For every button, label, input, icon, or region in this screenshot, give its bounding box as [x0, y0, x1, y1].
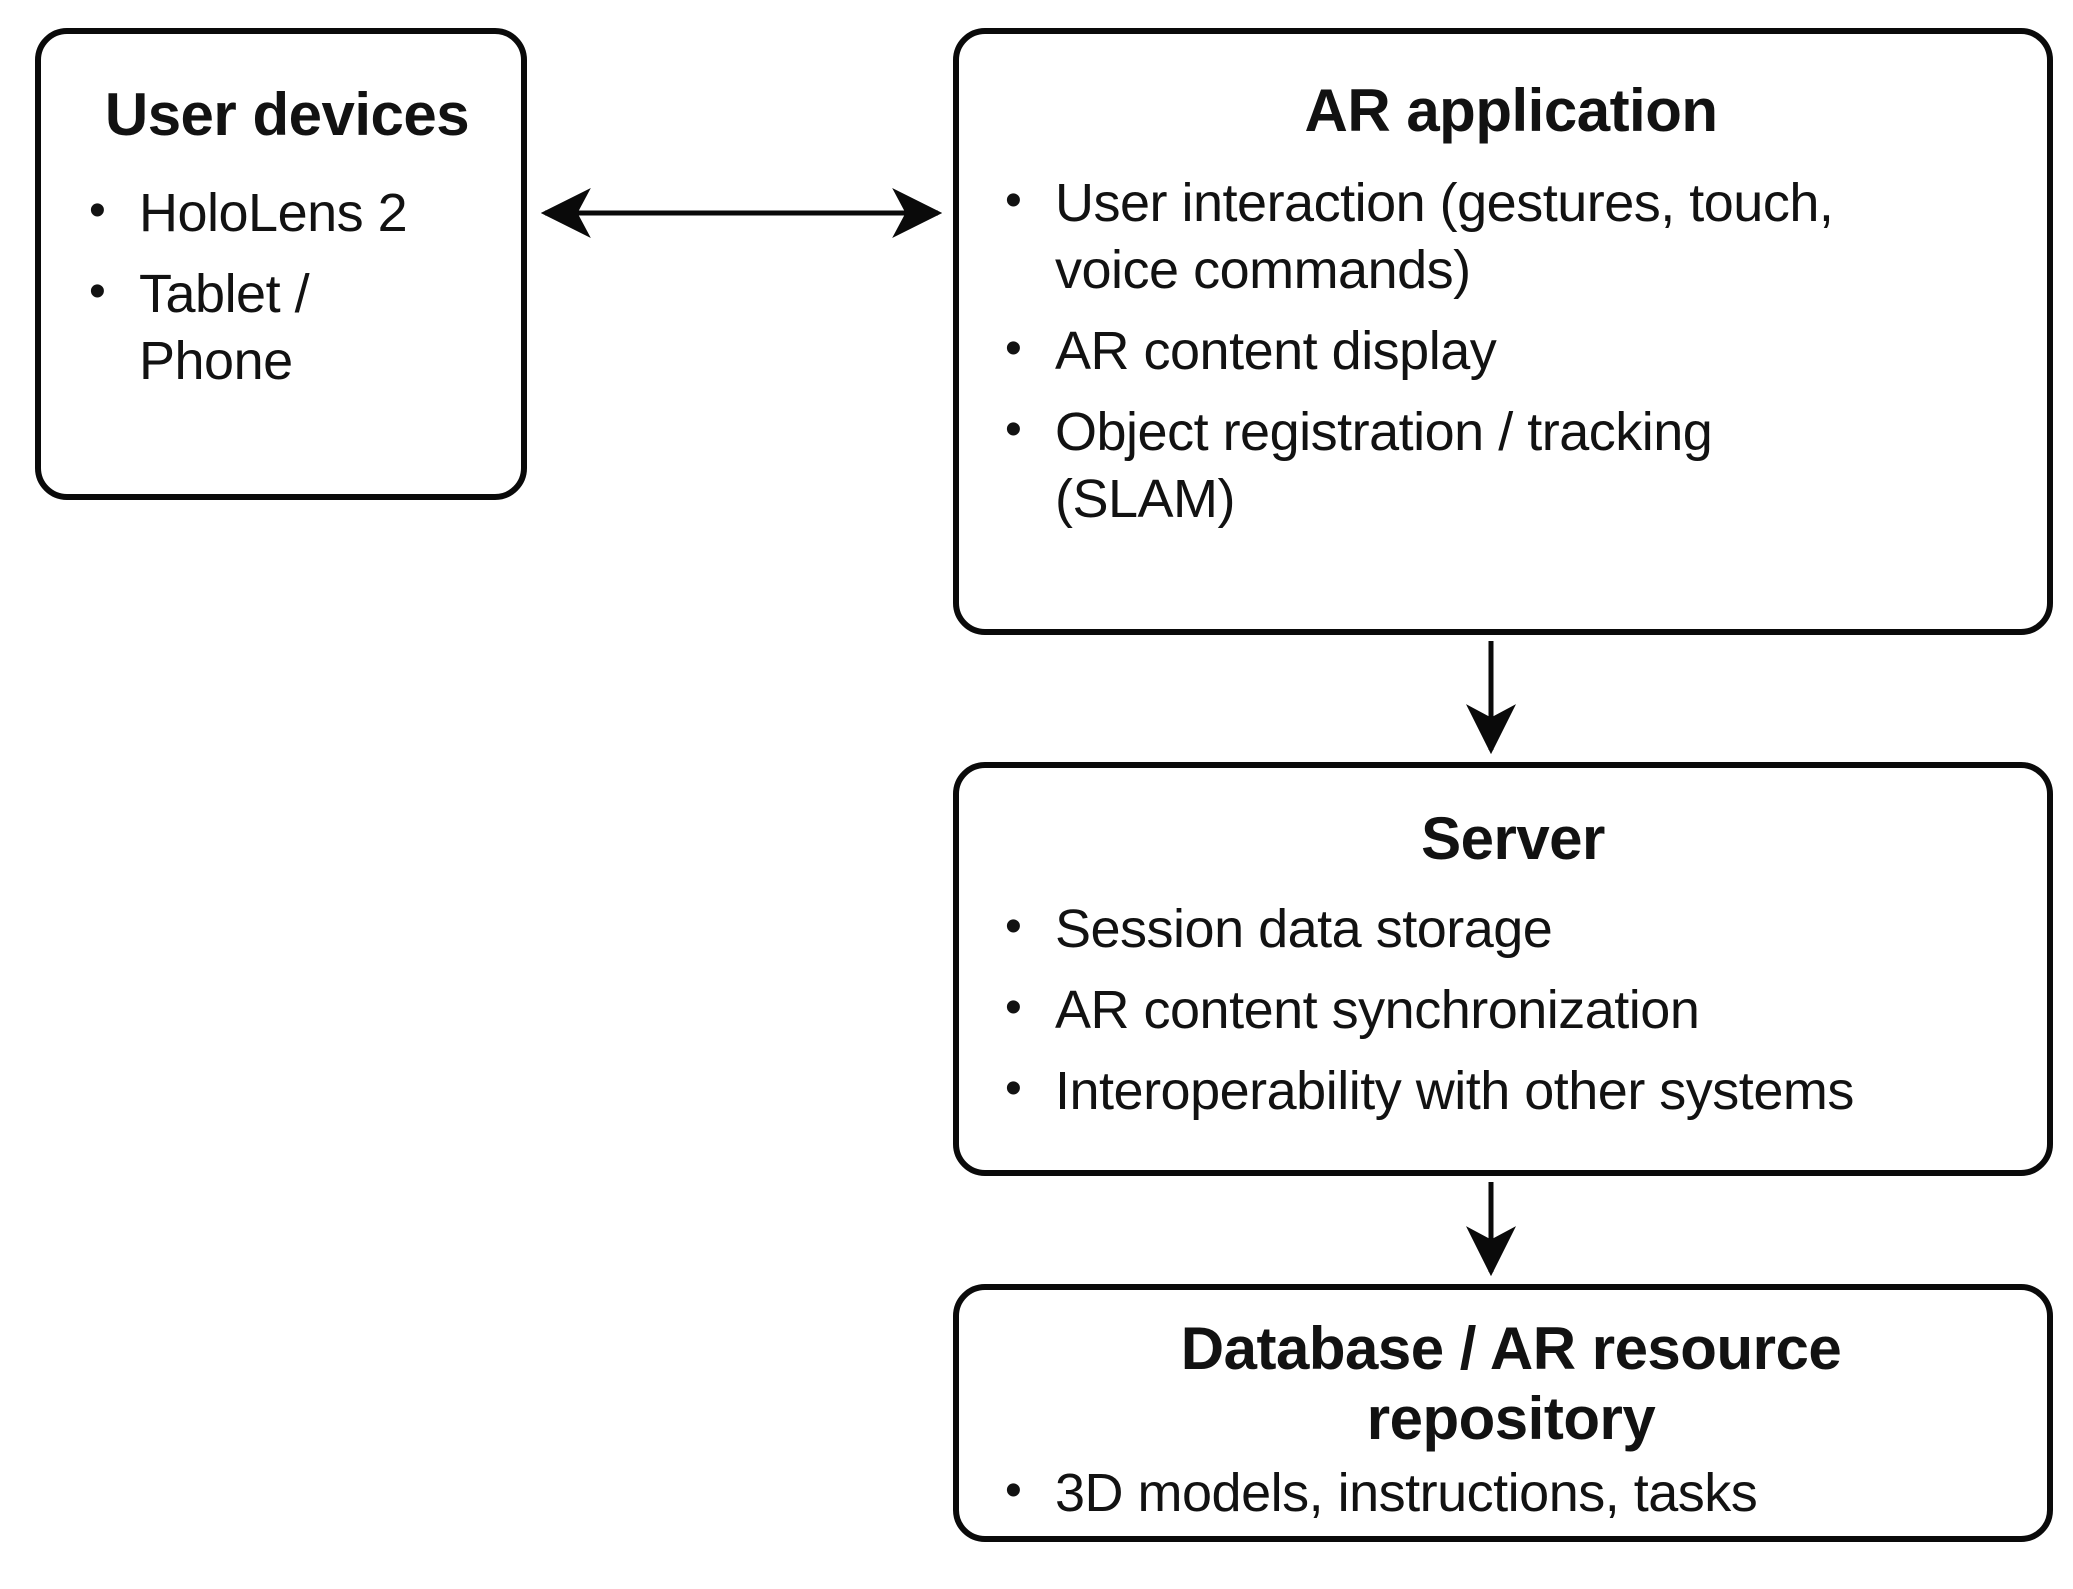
bullet-icon: •: [1005, 981, 1022, 1034]
bullet-item: • Interoperability with other systems: [999, 1058, 2027, 1125]
bullet-item-label: Session data storage: [1055, 899, 1553, 959]
bullet-icon: •: [89, 265, 106, 318]
bullet-item-label: User interaction (gestures, touch, voice…: [1055, 173, 1834, 300]
node-user-devices: User devices • HoloLens 2 • Tablet / Pho…: [35, 28, 527, 500]
node-database: Database / AR resource repository • 3D m…: [953, 1284, 2053, 1542]
bullet-item: • HoloLens 2: [83, 180, 491, 247]
bullet-icon: •: [1005, 1464, 1022, 1517]
node-server: Server • Session data storage • AR conte…: [953, 762, 2053, 1176]
bullet-item-label: AR content display: [1055, 321, 1497, 381]
bullet-item-label: Object registration / tracking (SLAM): [1055, 402, 1713, 529]
bullet-icon: •: [1005, 174, 1022, 227]
bullet-icon: •: [1005, 1062, 1022, 1115]
node-title: Database / AR resource repository: [1180, 1315, 1842, 1452]
bullet-icon: •: [1005, 900, 1022, 953]
bullet-item: • Tablet / Phone: [83, 261, 491, 395]
bullet-item: • AR content synchronization: [999, 977, 2027, 1044]
bullet-item: • User interaction (gestures, touch, voi…: [999, 170, 2023, 304]
bullet-icon: •: [1005, 403, 1022, 456]
bullet-item-label: 3D models, instructions, tasks: [1055, 1463, 1758, 1523]
node-title: Server: [1421, 805, 1605, 872]
node-bullet-list: • User interaction (gestures, touch, voi…: [999, 170, 2023, 533]
bullet-item: • 3D models, instructions, tasks: [999, 1460, 2023, 1527]
node-title: User devices: [104, 81, 470, 148]
node-bullet-list: • HoloLens 2 • Tablet / Phone: [83, 180, 491, 395]
bullet-item-label: HoloLens 2: [139, 183, 408, 243]
bullet-item-label: Interoperability with other systems: [1055, 1061, 1854, 1121]
node-bullet-list: • Session data storage • AR content sync…: [999, 896, 2027, 1125]
node-title: AR application: [1304, 77, 1718, 144]
bullet-icon: •: [89, 184, 106, 237]
bullet-item-label: Tablet / Phone: [139, 264, 310, 391]
bullet-item-label: AR content synchronization: [1055, 980, 1700, 1040]
bullet-icon: •: [1005, 322, 1022, 375]
bullet-item: • Session data storage: [999, 896, 2027, 963]
node-ar-application: AR application • User interaction (gestu…: [953, 28, 2053, 635]
bullet-item: • AR content display: [999, 318, 2023, 385]
bullet-item: • Object registration / tracking (SLAM): [999, 399, 2023, 533]
node-bullet-list: • 3D models, instructions, tasks: [999, 1460, 2023, 1527]
